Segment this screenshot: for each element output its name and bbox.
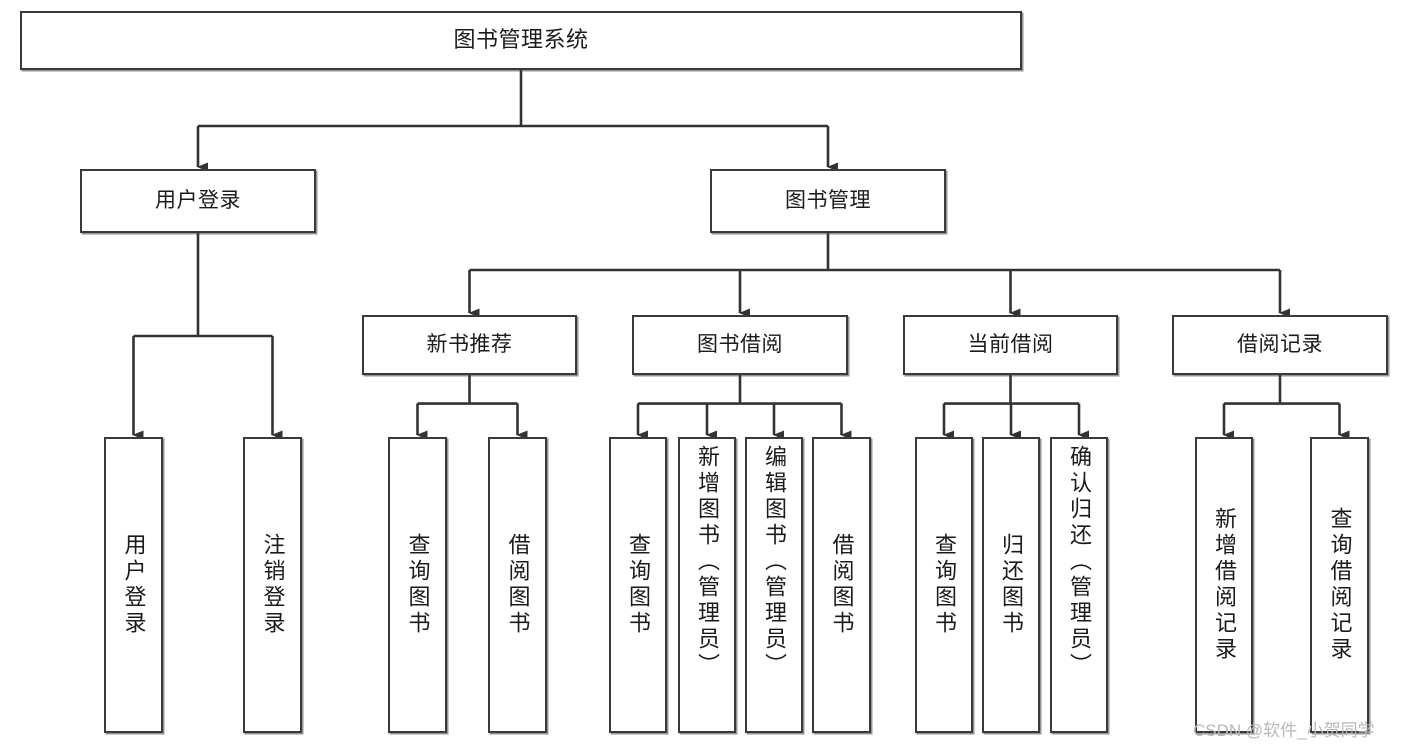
node-leaf-add-borrow-record[interactable]: 新增借阅记录 — [1195, 437, 1253, 733]
node-label-leaf-query-book-rec: 查询图书 — [405, 533, 431, 637]
node-book-borrow[interactable]: 图书借阅 — [632, 315, 848, 375]
node-label-leaf-borrow-book-rec: 借阅图书 — [505, 533, 531, 637]
node-new-book-recommend[interactable]: 新书推荐 — [362, 315, 577, 375]
node-leaf-query-book-cur[interactable]: 查询图书 — [915, 437, 973, 733]
node-label-book-borrow: 图书借阅 — [697, 333, 783, 357]
node-borrow-record[interactable]: 借阅记录 — [1172, 315, 1388, 375]
node-label-leaf-confirm-return: 确认归还（管理员） — [1066, 445, 1092, 679]
node-current-borrow[interactable]: 当前借阅 — [903, 315, 1118, 375]
node-label-leaf-return-book: 归还图书 — [998, 533, 1024, 637]
node-leaf-query-book-rec[interactable]: 查询图书 — [388, 437, 447, 733]
node-leaf-add-book[interactable]: 新增图书（管理员） — [678, 437, 736, 733]
node-leaf-query-book-borrow[interactable]: 查询图书 — [609, 437, 667, 733]
node-leaf-edit-book[interactable]: 编辑图书（管理员） — [745, 437, 803, 733]
watermark: CSDN @软件_小贺同学 — [1193, 721, 1375, 740]
node-book-manage[interactable]: 图书管理 — [710, 169, 946, 233]
node-user-login[interactable]: 用户登录 — [80, 169, 316, 233]
node-root[interactable]: 图书管理系统 — [20, 11, 1022, 70]
node-label-user-login: 用户登录 — [155, 189, 241, 213]
node-label-leaf-edit-book: 编辑图书（管理员） — [761, 445, 787, 679]
node-label-book-manage: 图书管理 — [785, 189, 871, 213]
node-label-borrow-record: 借阅记录 — [1237, 333, 1323, 357]
node-leaf-return-book[interactable]: 归还图书 — [982, 437, 1040, 733]
node-label-leaf-query-borrow-record: 查询借阅记录 — [1327, 507, 1353, 663]
node-leaf-borrow-book[interactable]: 借阅图书 — [812, 437, 871, 733]
node-label-leaf-add-borrow-record: 新增借阅记录 — [1211, 507, 1237, 663]
node-label-leaf-logout-login: 注销登录 — [260, 533, 286, 637]
node-label-new-book-recommend: 新书推荐 — [426, 333, 513, 357]
node-label-leaf-add-book: 新增图书（管理员） — [694, 445, 720, 679]
node-label-leaf-borrow-book: 借阅图书 — [829, 533, 855, 637]
node-leaf-borrow-book-rec[interactable]: 借阅图书 — [488, 437, 547, 733]
node-leaf-query-borrow-record[interactable]: 查询借阅记录 — [1310, 437, 1369, 733]
node-label-current-borrow: 当前借阅 — [967, 333, 1054, 357]
node-leaf-logout-login[interactable]: 注销登录 — [243, 437, 302, 733]
node-label-leaf-user-login: 用户登录 — [121, 533, 147, 637]
node-label-leaf-query-book-cur: 查询图书 — [931, 533, 957, 637]
node-label-root: 图书管理系统 — [453, 27, 589, 53]
node-label-leaf-query-book-borrow: 查询图书 — [625, 533, 651, 637]
node-leaf-user-login[interactable]: 用户登录 — [104, 437, 163, 733]
node-leaf-confirm-return[interactable]: 确认归还（管理员） — [1050, 437, 1108, 733]
